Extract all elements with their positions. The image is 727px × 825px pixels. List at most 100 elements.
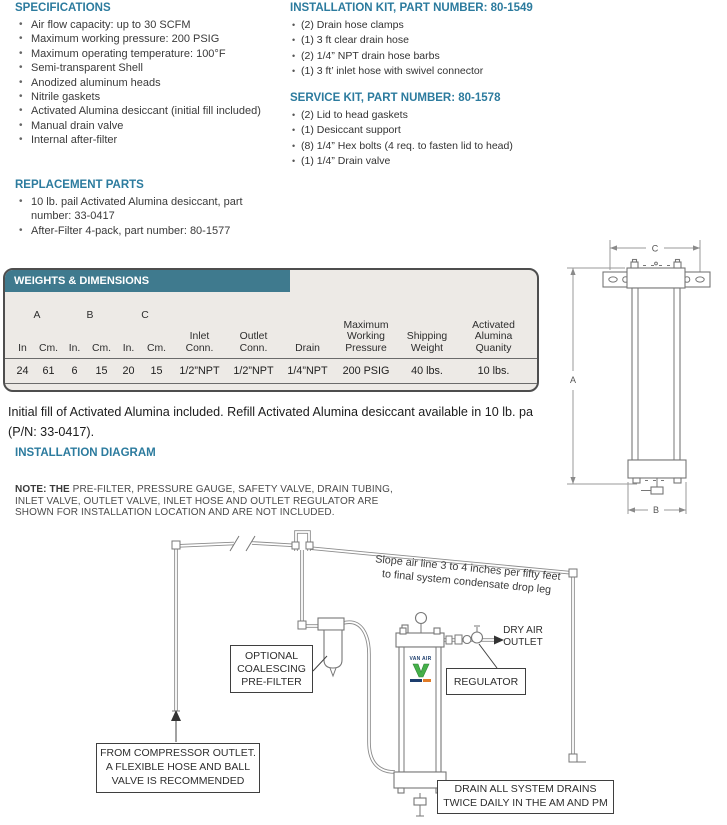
replacement-parts-section: REPLACEMENT PARTS 10 lb. pail Activated … [15,179,277,239]
table-cell: 1/2”NPT [179,365,220,377]
list-item: (1) Desiccant support [290,123,722,139]
list-item: (2) Lid to head gaskets [290,108,722,124]
manual-drain-icon [413,797,427,806]
column-header: Activated Alumina Quanity [472,319,515,355]
compressor-arrow-icon [171,710,181,721]
elbow-fitting-icon [297,620,307,630]
column-header: Cm. [91,343,112,355]
dimension-b-label: B [653,505,659,515]
dry-air-outlet-label: DRY AIR OUTLET [503,625,543,648]
column-header: In [18,343,27,355]
column-header: Maximum Working Pressure [343,319,389,355]
column-header: A [33,310,41,322]
table-cell: 1/2”NPT [233,365,274,377]
drain-fitting-icon [568,753,578,763]
list-item: (1) 1/4” Drain valve [290,154,722,170]
table-cell: 15 [150,365,163,377]
list-item: 10 lb. pail Activated Alumina desiccant,… [15,195,277,224]
drain-valve-icon [641,478,664,495]
list-item: Anodized aluminum heads [15,76,281,91]
regulator-leader [478,643,498,669]
column-header: Shipping Weight [406,331,448,355]
dryer-body [631,287,681,461]
table-cell: 20 [122,365,135,377]
column-header: Inlet Conn. [185,331,214,355]
pre-filter-leader [312,655,328,672]
installation-diagram-heading: INSTALLATION DIAGRAM [15,447,156,459]
note-text: PRE-FILTER, PRESSURE GAUGE, SAFETY VALVE… [15,484,393,519]
column-header: Drain [295,343,320,355]
table-cell: 6 [71,365,78,377]
column-header: C [141,310,149,322]
column-header: In. [122,343,135,355]
outlet-valve-icon [462,634,472,645]
initial-fill-note: Initial fill of Activated Alumina includ… [8,405,534,439]
list-item: Manual drain valve [15,119,281,134]
table-title: WEIGHTS & DIMENSIONS [14,275,150,287]
table-title-bar: WEIGHTS & DIMENSIONS [5,270,290,292]
dry-air-arrow-icon [494,635,504,645]
pressure-gauge-icon [414,611,428,625]
list-item: (8) 1/4” Hex bolts (4 req. to fasten lid… [290,139,722,155]
installation-diagram [171,530,586,817]
pipe-break-icon [229,535,256,552]
dryer-top-head [626,258,686,289]
specifications-heading: SPECIFICATIONS [15,2,111,14]
list-item: Activated Alumina desiccant (initial fil… [15,104,281,119]
drain-label-box: DRAIN ALL SYSTEM DRAINS TWICE DAILY IN T… [437,780,614,814]
column-header: Cm. [146,343,167,355]
elbow-fitting-icon [568,568,578,578]
specifications-section: SPECIFICATIONS Air flow capacity: up to … [15,2,281,148]
replacement-parts-heading: REPLACEMENT PARTS [15,179,144,191]
dimension-a-label: A [570,375,576,385]
dimension-c-label: C [652,244,659,254]
list-item: Semi-transparent Shell [15,61,281,76]
kits-column: INSTALLATION KIT, PART NUMBER: 80-1549 (… [290,2,722,170]
dryer-bottom-head [627,459,687,484]
van-air-v-icon [412,663,429,678]
list-item: (1) 3 ft clear drain hose [290,33,722,49]
service-kit-heading: SERVICE KIT, PART NUMBER: 80-1578 [290,92,501,105]
replacement-parts-list: 10 lb. pail Activated Alumina desiccant,… [15,195,277,239]
list-item: Internal after-filter [15,133,281,148]
table-cell: 40 lbs. [411,365,443,377]
list-item: Maximum operating temperature: 100°F [15,47,281,62]
outlet-train [445,625,484,645]
diagram-note: NOTE: THE PRE-FILTER, PRESSURE GAUGE, SA… [15,484,415,519]
elbow-fitting-icon [171,540,181,550]
table-header-row: A B C In Cm. In. Cm. In. Cm. Inlet Conn.… [5,292,537,359]
regulator-icon [470,631,484,644]
column-header: B [86,310,94,322]
tee-fitting-icon [305,541,314,550]
dimension-b: B [627,482,687,515]
dimension-drawing: C A [567,240,711,515]
table-cell: 10 lbs. [477,365,510,377]
table-cell: 1/4”NPT [287,365,328,377]
table-cell: 200 PSIG [342,365,390,377]
list-item: Air flow capacity: up to 30 SCFM [15,18,281,33]
column-header: Outlet Conn. [239,331,268,355]
brand-sub-label [402,679,439,683]
table-row: 24 61 6 15 20 15 1/2”NPT 1/2”NPT 1/4”NPT… [5,359,537,384]
pre-filter-label-box: OPTIONAL COALESCING PRE-FILTER [230,645,313,693]
column-header: In. [68,343,81,355]
dryer-unit [393,611,447,817]
list-item: (1) 3 ft’ inlet hose with swivel connect… [290,64,722,80]
list-item: (2) Drain hose clamps [290,18,722,34]
installation-kit-heading: INSTALLATION KIT, PART NUMBER: 80-1549 [290,2,533,14]
dimension-c: C [609,240,701,274]
list-item: After-Filter 4-pack, part number: 80-157… [15,224,277,239]
specifications-list: Air flow capacity: up to 30 SCFM Maximum… [15,18,281,148]
tee-fitting-icon [291,541,300,550]
table-cell: 61 [42,365,55,377]
list-item: (2) 1/4” NPT drain hose barbs [290,49,722,65]
service-kit-list: (2) Lid to head gaskets (1) Desiccant su… [290,108,722,169]
note-bold: NOTE: THE [15,484,70,495]
unit-brand: VAN AIR [402,656,439,683]
brand-name: VAN AIR [409,656,432,662]
pre-filter-icon [317,617,345,678]
column-header: Cm. [38,343,59,355]
installation-kit-list: (2) Drain hose clamps (1) 3 ft clear dra… [290,18,722,79]
table-cell: 15 [95,365,108,377]
